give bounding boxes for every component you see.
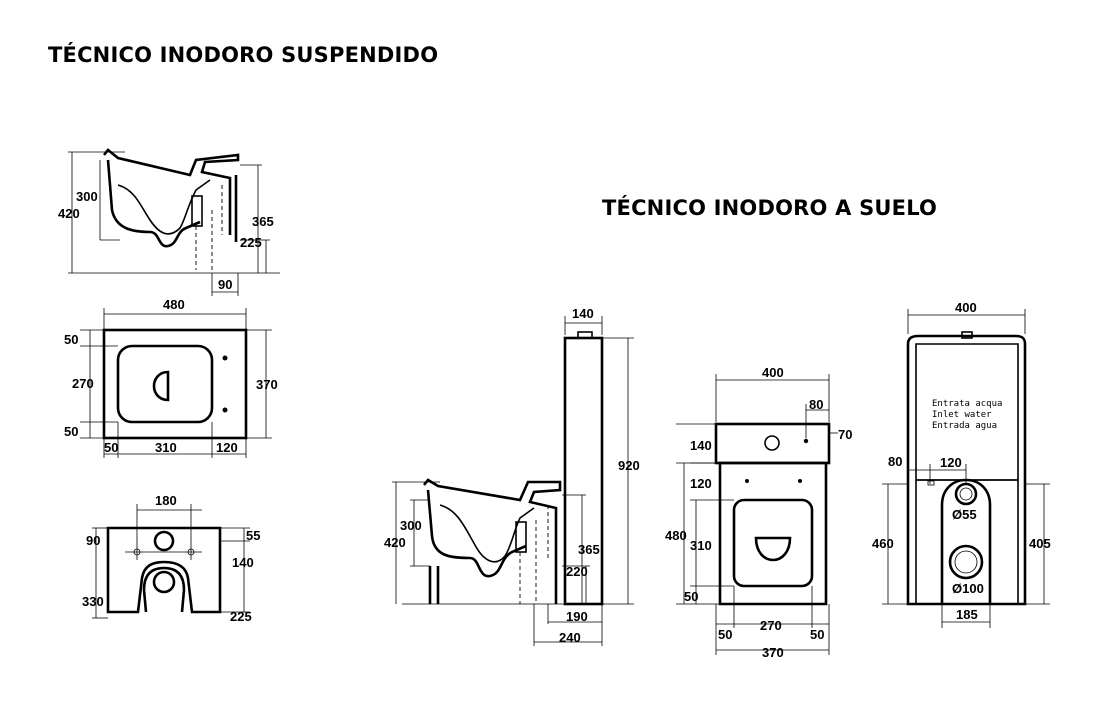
dim-80: 80 [809, 397, 823, 412]
dim-225: 225 [230, 609, 252, 624]
dim-120: 120 [690, 476, 712, 491]
suspended-back-view: 180 90 55 140 330 225 [82, 493, 260, 624]
floor-side-view: 140 920 300 420 365 220 190 240 [384, 306, 640, 646]
dim-70: 70 [838, 427, 852, 442]
floor-back-view: Entrata acqua Inlet water Entrada agua 4… [872, 300, 1051, 628]
dim-140: 140 [690, 438, 712, 453]
dim-90: 90 [218, 277, 232, 292]
dim-120: 120 [216, 440, 238, 455]
dim-240: 240 [559, 630, 581, 645]
dim-420: 420 [384, 535, 406, 550]
inlet-label-en: Inlet water [932, 410, 992, 420]
dim-55: 55 [246, 528, 260, 543]
dim-185: 185 [956, 607, 978, 622]
dim-480: 480 [163, 297, 185, 312]
dim-50-vertical: 50 [684, 589, 698, 604]
dim-50-left: 50 [718, 627, 732, 642]
dim-365: 365 [578, 542, 600, 557]
dim-50-bottom: 50 [64, 424, 78, 439]
dim-480: 480 [665, 528, 687, 543]
dim-300: 300 [400, 518, 422, 533]
dim-370: 370 [256, 377, 278, 392]
dim-140: 140 [572, 306, 594, 321]
dim-460: 460 [872, 536, 894, 551]
dim-420: 420 [58, 206, 80, 221]
title-suspended: TÉCNICO INODORO SUSPENDIDO [48, 43, 439, 67]
dim-400: 400 [955, 300, 977, 315]
dim-365: 365 [252, 214, 274, 229]
dim-270: 270 [72, 376, 94, 391]
suspended-side-view: 300 420 365 225 90 [58, 148, 280, 296]
dim-310: 310 [155, 440, 177, 455]
inlet-label-it: Entrata acqua [932, 399, 1002, 409]
dim-220: 220 [566, 564, 588, 579]
dim-310: 310 [690, 538, 712, 553]
dim-920: 920 [618, 458, 640, 473]
dim-120: 120 [940, 455, 962, 470]
title-floor: TÉCNICO INODORO A SUELO [602, 196, 938, 220]
dim-330: 330 [82, 594, 104, 609]
dim-diameter-55: Ø55 [952, 507, 977, 522]
dim-140: 140 [232, 555, 254, 570]
dim-80: 80 [888, 454, 902, 469]
dim-180: 180 [155, 493, 177, 508]
dim-90: 90 [86, 533, 100, 548]
dim-50-top: 50 [64, 332, 78, 347]
dim-270: 270 [760, 618, 782, 633]
dim-225: 225 [240, 235, 262, 250]
dim-50-left: 50 [104, 440, 118, 455]
dim-370: 370 [762, 645, 784, 660]
dim-diameter-100: Ø100 [952, 581, 984, 596]
dim-405: 405 [1029, 536, 1051, 551]
dim-400: 400 [762, 365, 784, 380]
dim-50-right: 50 [810, 627, 824, 642]
dim-190: 190 [566, 609, 588, 624]
suspended-top-view: 480 50 270 50 370 50 310 120 [64, 297, 278, 458]
dim-300: 300 [76, 189, 98, 204]
inlet-label-es: Entrada agua [932, 421, 997, 431]
floor-front-view: 400 80 70 140 120 480 310 50 50 270 50 3… [665, 365, 852, 660]
